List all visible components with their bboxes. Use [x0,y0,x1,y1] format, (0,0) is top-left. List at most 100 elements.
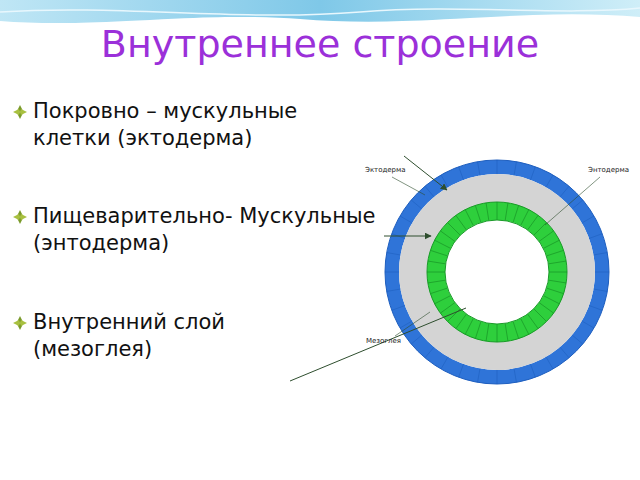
bullet-symbol [13,210,27,224]
cell-divider [385,272,399,273]
cell-divider [486,203,489,221]
cell-divider [486,323,489,341]
cell-divider [497,370,498,384]
part-label: Мезоглея [366,337,401,345]
cell-divider [411,200,422,209]
cell-divider [459,364,464,377]
cell-divider [521,210,529,226]
cell-divider [478,162,480,176]
cell-divider [546,175,553,187]
cell-divider [539,303,554,314]
cell-divider [465,210,473,226]
cell-divider [428,261,446,264]
cell-divider [465,318,473,334]
cell-divider [430,288,447,294]
cell-divider [514,369,516,383]
cell-divider [478,369,480,383]
cell-divider [435,240,451,248]
slide-title: Внутреннее строение [0,22,640,66]
cell-divider [513,321,519,338]
cell-divider [531,364,536,377]
cell-divider [589,306,602,311]
cell-divider [475,321,481,338]
bullet-text: Внутренний слой (мезоглея) [33,309,333,363]
cell-divider [528,314,539,329]
leader-line [404,156,447,190]
cell-divider [411,335,422,344]
cell-divider [440,231,455,242]
ectoderm-edge [385,160,609,384]
endoderm-ring [436,211,558,333]
cell-divider [425,347,434,358]
cell-divider [528,215,539,230]
cell-divider [475,205,481,222]
cell-divider [497,324,498,342]
leader-line [290,308,466,381]
bullet-symbols [13,105,27,330]
cell-divider [572,335,583,344]
cell-divider [392,306,405,311]
label-holder: Энтодерма [588,166,629,174]
cell-divider [400,321,412,328]
cell-divider [543,240,559,248]
cell-divider [582,216,594,223]
leader-line [392,177,425,195]
cell-divider [548,280,566,283]
cell-divider [441,175,448,187]
cell-divider [546,288,563,294]
cell-divider [425,186,434,197]
leader-line [384,236,431,237]
picture-ground [358,140,640,412]
cell-divider [589,234,602,239]
mesoglea-ring [413,188,581,356]
cross-section [385,160,609,384]
cell-divider [549,272,567,273]
cell-divider [543,296,559,304]
cell-divider [505,323,508,341]
cell-divider [497,160,498,174]
cell-divider [546,250,563,256]
cell-divider [441,357,448,369]
leader-line [545,177,600,225]
cell-divider [430,250,447,256]
cell-divider [546,357,553,369]
cell-divider [513,205,519,222]
cell-divider [539,231,554,242]
cell-divider [427,272,445,273]
bullet-text: Покровно – мускульные клетки (эктодерма) [33,98,373,152]
label-holder: Эктодерма [365,166,406,174]
cell-divider [387,289,401,291]
cell-divider [456,215,467,230]
leader-line [395,312,430,336]
label-holder: Внутренний слой (мезоглея) [33,309,333,363]
bullet-symbol [13,316,27,330]
label-holder: Покровно – мускульные клетки (эктодерма) [33,98,373,152]
cell-divider [521,318,529,334]
cell-divider [572,200,583,209]
bullet-text: Пищеварительно- Мускульные (энтодерма) [33,203,378,257]
cell-divider [582,321,594,328]
cell-divider [534,309,547,322]
cell-divider [560,347,569,358]
endoderm-edge [427,202,567,342]
cell-divider [440,303,455,314]
part-label: Энтодерма [588,166,629,174]
cell-divider [594,289,608,291]
bullet-symbol [13,105,27,119]
endoderm-edge [445,220,549,324]
cell-divider [534,223,547,236]
cell-divider [435,296,451,304]
part-label: Эктодерма [365,166,406,174]
cell-divider [400,216,412,223]
cell-divider [456,314,467,329]
cell-divider [387,253,401,255]
label-holder: Пищеварительно- Мускульные (энтодерма) [33,203,378,257]
cell-divider [548,261,566,264]
cell-divider [594,253,608,255]
ectoderm-ring [392,167,602,377]
title-holder: Внутреннее строение [0,22,640,66]
cell-divider [428,280,446,283]
cell-divider [448,223,461,236]
label-holder: Мезоглея [366,337,401,345]
cell-divider [497,202,498,220]
